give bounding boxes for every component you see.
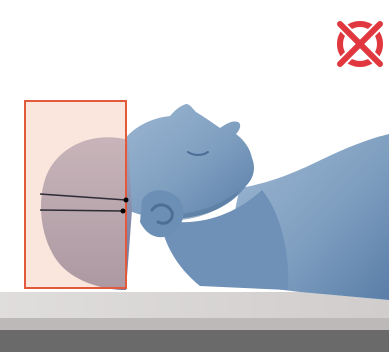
floor-band (0, 330, 389, 352)
pillow (0, 292, 389, 318)
pillow-side (0, 318, 389, 330)
guide-line-lower (40, 210, 124, 211)
guide-dot-lower (121, 209, 126, 214)
guide-dot-upper (124, 198, 129, 203)
